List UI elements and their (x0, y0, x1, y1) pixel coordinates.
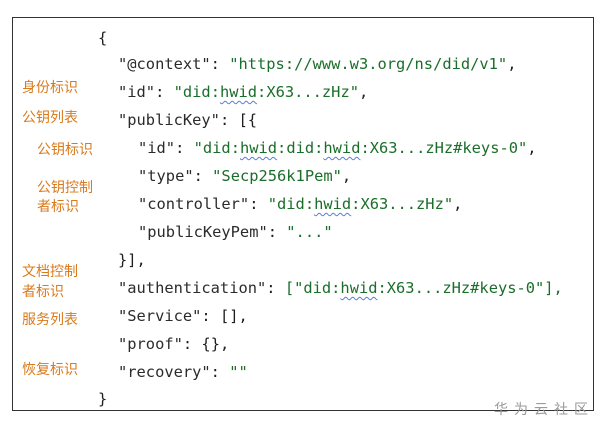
id-value: "did:hwid:X63...zHz" (173, 83, 359, 101)
code-line-pk-id: "id": "did:hwid:did:hwid:X63...zHz#keys-… (138, 139, 537, 157)
annotation-pubkey-list: 公钥列表 (22, 110, 78, 126)
close-brace: } (98, 390, 108, 408)
publickey-close: }], (118, 251, 146, 269)
recovery-key: "recovery" (118, 363, 211, 381)
code-line-pk-controller: "controller": "did:hwid:X63...zHz", (138, 195, 463, 213)
code-line-pk-pem: "publicKeyPem": "..." (138, 223, 333, 241)
annotation-service-list: 服务列表 (22, 312, 78, 328)
pk-pem-key: "publicKeyPem" (138, 223, 268, 241)
code-frame (12, 17, 594, 411)
publickey-open: [{ (238, 111, 258, 129)
pk-controller-key: "controller" (138, 195, 250, 213)
recovery-value: "" (229, 363, 248, 381)
open-brace: { (98, 29, 108, 47)
pk-id-value: "did:hwid:did:hwid:X63...zHz#keys-0" (193, 139, 528, 157)
code-line-recovery: "recovery": "" (118, 363, 248, 381)
code-line-publickey-close: }], (118, 251, 146, 269)
code-line-publickey: "publicKey": [{ (118, 111, 258, 129)
pk-id-key: "id" (138, 139, 176, 157)
auth-key: "authentication" (118, 279, 267, 297)
context-key: "@context" (118, 55, 211, 73)
pk-controller-value: "did:hwid:X63...zHz" (267, 195, 454, 213)
publickey-key: "publicKey" (118, 111, 220, 129)
pk-type-key: "type" (138, 167, 194, 185)
code-line-service: "Service": [], (118, 307, 248, 325)
annotation-doc-controller-line1: 文档控制 (22, 264, 78, 280)
annotation-identity: 身份标识 (22, 80, 78, 96)
annotation-recovery-id: 恢复标识 (22, 362, 78, 378)
annotation-pubkey-id: 公钥标识 (37, 142, 93, 158)
service-value: [], (219, 307, 248, 325)
proof-value: {}, (201, 335, 230, 353)
auth-value: ["did:hwid:X63...zHz#keys-0"], (284, 279, 563, 297)
annotation-pubkey-controller-line2: 者标识 (37, 199, 79, 215)
code-line-proof: "proof": {}, (118, 335, 230, 353)
code-line-id: "id": "did:hwid:X63...zHz", (118, 83, 369, 101)
annotation-pubkey-controller-line1: 公钥控制 (37, 180, 93, 196)
id-key: "id" (118, 83, 156, 101)
code-line-open: { (98, 29, 107, 47)
code-line-pk-type: "type": "Secp256k1Pem", (138, 167, 352, 185)
annotation-doc-controller-line2: 者标识 (22, 284, 64, 300)
code-line-close: } (98, 390, 107, 408)
service-key: "Service" (118, 307, 202, 325)
proof-key: "proof" (118, 335, 183, 353)
code-line-authentication: "authentication": ["did:hwid:X63...zHz#k… (118, 279, 563, 297)
watermark: 华为云社区 (494, 402, 594, 418)
pk-type-value: "Secp256k1Pem" (212, 167, 342, 185)
code-line-context: "@context": "https://www.w3.org/ns/did/v… (118, 55, 517, 73)
context-value: "https://www.w3.org/ns/did/v1" (229, 55, 508, 73)
pk-pem-value: "..." (286, 223, 333, 241)
